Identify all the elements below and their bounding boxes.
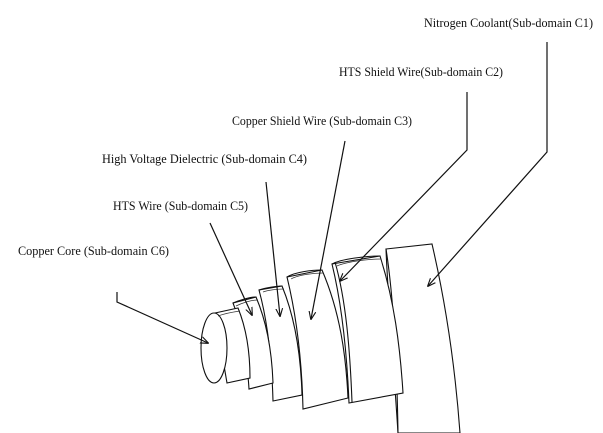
arrow-c6 xyxy=(116,292,208,343)
label-c3-copper-shield-wire: Copper Shield Wire (Sub-domain C3) xyxy=(232,114,412,128)
label-c4-high-voltage-dielectric: High Voltage Dielectric (Sub-domain C4) xyxy=(102,152,307,166)
arrow-c4 xyxy=(265,181,280,316)
layer-c4-high-voltage-dielectric xyxy=(258,285,303,402)
label-c1-nitrogen-coolant: Nitrogen Coolant(Sub-domain C1) xyxy=(424,16,593,30)
arrow-c2 xyxy=(340,92,468,281)
layer-c6-copper-core xyxy=(200,307,251,384)
layer-c2-hts-shield-wire xyxy=(331,255,404,404)
arrow-c1 xyxy=(428,42,548,286)
arrow-c5 xyxy=(209,222,252,315)
label-c5-hts-wire: HTS Wire (Sub-domain C5) xyxy=(113,199,248,213)
arrow-c3 xyxy=(311,140,346,319)
label-c6-copper-core: Copper Core (Sub-domain C6) xyxy=(18,244,169,258)
leader-arrows xyxy=(116,42,548,343)
label-c2-hts-shield-wire: HTS Shield Wire(Sub-domain C2) xyxy=(339,65,503,79)
